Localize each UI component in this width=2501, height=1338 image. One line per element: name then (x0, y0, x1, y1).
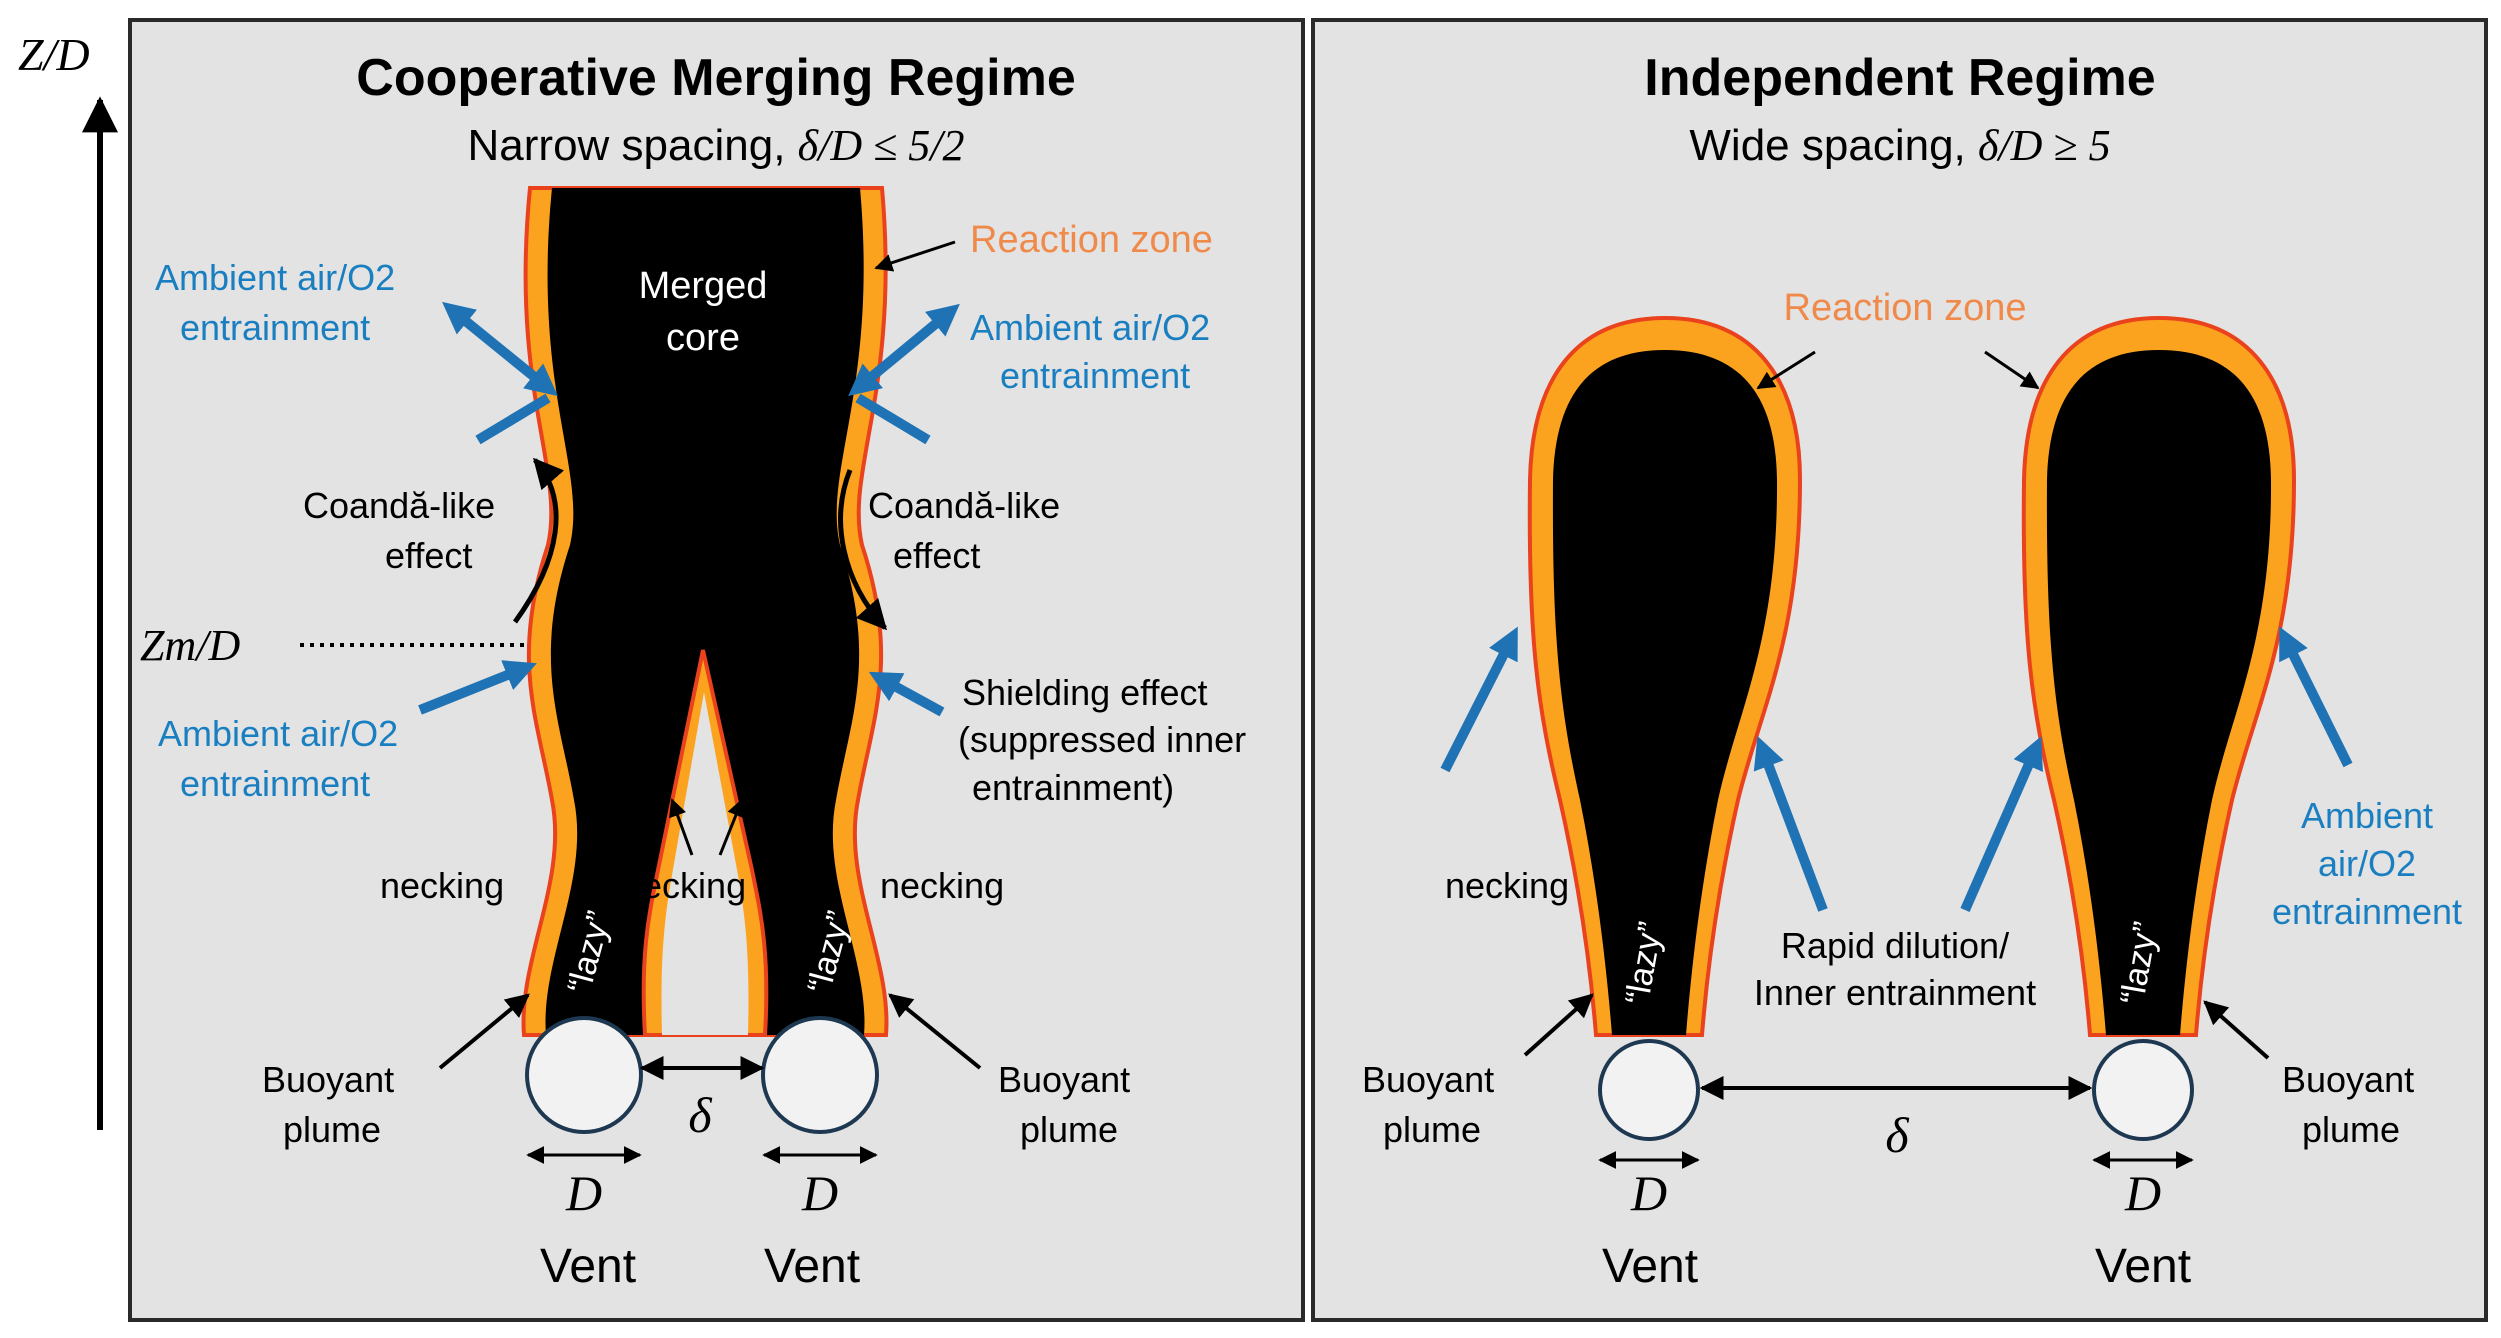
right-vent-1 (1598, 1039, 1700, 1141)
left-vent-label-1: Vent (540, 1240, 636, 1293)
left-panel-title: Cooperative Merging Regime (356, 49, 1075, 107)
necking-left-label: necking (380, 865, 504, 906)
buoyant-left-arrow (438, 993, 530, 1070)
shielding-line2: (suppressed inner (958, 719, 1246, 760)
vertical-axis: Z/D (18, 29, 118, 1130)
merge-height-label: Zm/D (140, 621, 240, 670)
buoyant-right-line1: Buoyant (998, 1059, 1130, 1100)
ambient-upper-right-line2: entrainment (1000, 355, 1190, 396)
entrainment-arrow-upper-right (848, 303, 960, 397)
ambient-right-line1: Ambient (2301, 795, 2433, 836)
left-reaction-zone-label: Reaction zone (970, 219, 1213, 261)
right-panel-title: Independent Regime (1644, 49, 2155, 107)
right-necking-label: necking (1445, 865, 1569, 906)
ambient-right-line2: air/O2 (2318, 843, 2416, 884)
right-buoyant-left-line1: Buoyant (1362, 1059, 1494, 1100)
ambient-upper-left-line1: Ambient air/O2 (155, 257, 395, 298)
right-panel-frame (1311, 18, 2488, 1322)
shielding-arrow (868, 671, 945, 717)
ambient-right-line3: entrainment (2272, 891, 2462, 932)
independent-inner-arrow-right (1960, 736, 2043, 913)
ambient-upper-right-line1: Ambient air/O2 (970, 307, 1210, 348)
coanda-left-line2: effect (385, 535, 472, 576)
shielding-line1: Shielding effect (962, 672, 1208, 713)
entrainment-arrow-lower-left (418, 660, 537, 715)
left-reaction-zone-arrow (874, 240, 956, 272)
shielding-line3: entrainment) (972, 767, 1174, 808)
right-vent-label-2: Vent (2095, 1240, 2191, 1293)
entrainment-tail-upper-right (855, 393, 931, 445)
necking-arrow-1 (669, 798, 694, 856)
rapid-dilution-line2: Inner entrainment (1754, 972, 2036, 1013)
right-buoyant-right-line1: Buoyant (2282, 1059, 2414, 1100)
independent-inner-arrow-left (1753, 736, 1828, 912)
necking-center-label: necking (622, 865, 746, 906)
left-diameter-label-2: D (801, 1165, 838, 1221)
buoyant-left-line2: plume (283, 1109, 381, 1150)
merged-flame (521, 186, 889, 1037)
ambient-lower-left-line1: Ambient air/O2 (158, 713, 398, 754)
left-panel-subtitle: Narrow spacing, δ/D ≤ 5/2 (468, 121, 965, 170)
ambient-lower-left-line2: entrainment (180, 763, 370, 804)
independent-flame-left (1527, 315, 1803, 1037)
right-buoyant-left-arrow (1523, 993, 1594, 1057)
left-diameter-label-1: D (565, 1165, 602, 1221)
coanda-right-arrow (838, 469, 888, 631)
entrainment-arrow-upper-left (442, 301, 558, 397)
right-reaction-zone-label: Reaction zone (1784, 287, 2027, 329)
right-panel-subtitle: Wide spacing, δ/D ≥ 5 (1689, 121, 2110, 170)
axis-label: Z/D (18, 29, 90, 80)
necking-arrow-2 (718, 798, 745, 856)
coanda-right-line1: Coandă-like (868, 485, 1060, 526)
merged-core-line1: Merged (639, 265, 768, 307)
necking-right-label: necking (880, 865, 1004, 906)
right-panel: Independent Regime Wide spacing, δ/D ≥ 5… (1311, 18, 2488, 1322)
coanda-right-line2: effect (893, 535, 980, 576)
left-vent-1 (525, 1016, 643, 1134)
right-buoyant-right-arrow (2203, 1000, 2270, 1060)
right-buoyant-right-line2: plume (2302, 1109, 2400, 1150)
ambient-upper-left-line2: entrainment (180, 307, 370, 348)
right-diameter-label-2: D (2124, 1165, 2161, 1221)
buoyant-right-line2: plume (1020, 1109, 1118, 1150)
independent-outer-arrow-left (1440, 626, 1518, 773)
right-vent-2 (2092, 1039, 2194, 1141)
right-vent-label-1: Vent (1602, 1240, 1698, 1293)
independent-flame-right (2021, 315, 2297, 1037)
buoyant-right-arrow (888, 993, 982, 1070)
left-vent-2 (761, 1016, 879, 1134)
left-spacing-label: δ (688, 1087, 712, 1143)
coanda-left-arrow (512, 457, 565, 624)
right-buoyant-left-line2: plume (1383, 1109, 1481, 1150)
right-diameter-label-1: D (1630, 1165, 1667, 1221)
buoyant-left-line1: Buoyant (262, 1059, 394, 1100)
right-spacing-label: δ (1885, 1107, 1909, 1163)
independent-outer-arrow-right (2279, 626, 2353, 768)
left-vent-label-2: Vent (764, 1240, 860, 1293)
right-reaction-zone-arrow-left (1756, 350, 1816, 390)
coanda-left-line1: Coandă-like (303, 485, 495, 526)
rapid-dilution-line1: Rapid dilution/ (1781, 925, 2009, 966)
left-panel: Cooperative Merging Regime Narrow spacin… (128, 18, 1305, 1322)
entrainment-tail-upper-left (475, 393, 551, 445)
right-reaction-zone-arrow-right (1984, 350, 2040, 390)
merged-core-line2: core (666, 317, 740, 359)
